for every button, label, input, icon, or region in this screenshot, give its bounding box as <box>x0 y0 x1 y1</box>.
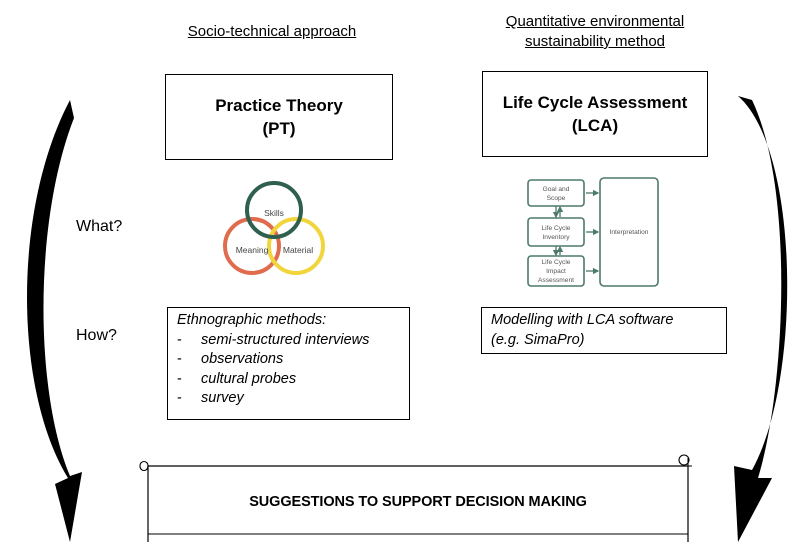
lca-software-line2: (e.g. SimaPro) <box>491 331 585 348</box>
right-heading: Quantitative environmental sustainabilit… <box>470 12 720 52</box>
right-heading-line1: Quantitative environmental <box>505 13 685 30</box>
inventory-label-2: Inventory <box>542 234 570 241</box>
method-item: cultural probes <box>177 370 409 390</box>
skills-label: Skills <box>264 208 284 218</box>
goal-scope-label-2: Scope <box>547 195 566 202</box>
meaning-circle <box>223 217 281 275</box>
lca-title: Life Cycle Assessment <box>502 93 688 112</box>
skills-circle <box>245 181 303 239</box>
banner-text: SUGGESTIONS TO SUPPORT DECISION MAKING <box>249 494 587 510</box>
impact-label-1: Life Cycle <box>542 259 571 266</box>
impact-label-3: Assessment <box>538 277 574 284</box>
lca-framework-diagram: Goal and Scope Life Cycle Inventory Life… <box>527 177 659 287</box>
lca-software-line1: Modelling with LCA software <box>491 312 674 328</box>
inventory-label-1: Life Cycle <box>542 225 571 232</box>
material-label: Material <box>283 245 313 255</box>
what-label: What? <box>76 218 123 235</box>
impact-label-2: Impact <box>546 268 566 275</box>
decision-banner <box>139 454 692 542</box>
left-heading: Socio-technical approach <box>162 22 382 42</box>
right-heading-line2: sustainability method <box>524 33 666 50</box>
ethnographic-methods-box: Ethnographic methods: semi-structured in… <box>167 307 410 420</box>
practice-theory-box: Practice Theory (PT) <box>165 74 393 160</box>
ethnographic-methods-list: semi-structured interviews observations … <box>177 331 409 409</box>
interpretation-box <box>599 177 659 287</box>
method-item: survey <box>177 389 409 409</box>
material-circle <box>267 217 325 275</box>
left-heading-text: Socio-technical approach <box>187 23 357 40</box>
practice-theory-title: Practice Theory <box>215 96 343 115</box>
lca-abbr: (LCA) <box>571 116 619 135</box>
lca-software-box: Modelling with LCA software (e.g. SimaPr… <box>481 307 727 354</box>
practice-theory-venn: Skills Meaning Material <box>223 181 325 275</box>
how-label: How? <box>76 327 117 344</box>
practice-theory-abbr: (PT) <box>262 119 296 138</box>
method-item: semi-structured interviews <box>177 331 409 351</box>
goal-scope-label-1: Goal and <box>543 186 570 193</box>
ethnographic-methods-heading: Ethnographic methods: <box>177 312 327 328</box>
meaning-label: Meaning <box>236 245 269 255</box>
method-item: observations <box>177 350 409 370</box>
lca-box: Life Cycle Assessment (LCA) <box>482 71 708 157</box>
interpretation-label: Interpretation <box>610 229 649 236</box>
